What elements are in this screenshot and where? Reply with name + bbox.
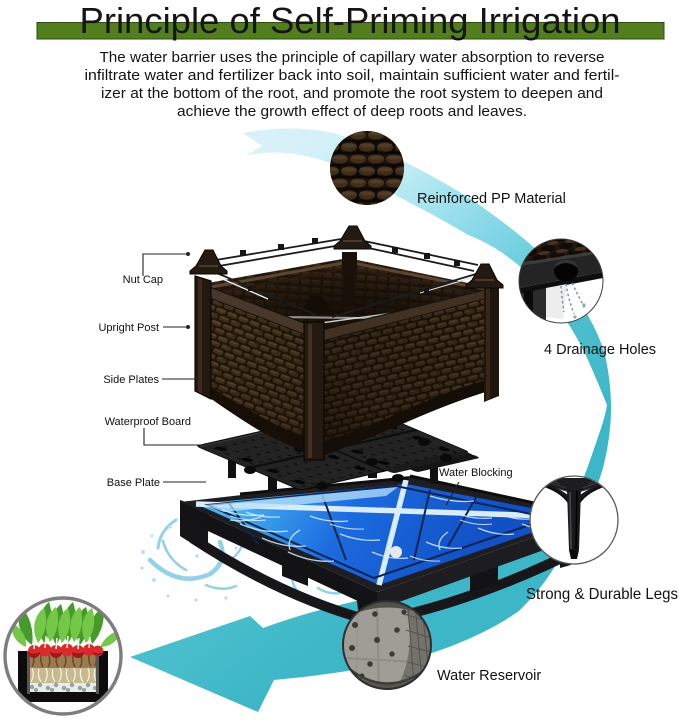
svg-text:Upright Post: Upright Post xyxy=(98,322,159,334)
svg-text:Base Plate: Base Plate xyxy=(107,477,160,489)
svg-text:Water Blocking: Water Blocking xyxy=(439,467,513,479)
svg-text:Side Plates: Side Plates xyxy=(103,374,159,386)
svg-text:Reinforced PP Material: Reinforced PP Material xyxy=(417,191,566,207)
svg-text:Waterproof Board: Waterproof Board xyxy=(105,416,191,428)
svg-text:Water Reservoir: Water Reservoir xyxy=(437,668,541,684)
svg-text:Nut Cap: Nut Cap xyxy=(123,274,163,286)
svg-text:Strong & Durable Legs: Strong & Durable Legs xyxy=(526,586,678,603)
svg-text:infiltrate water and fertilize: infiltrate water and fertilizer back int… xyxy=(85,68,620,84)
svg-text:Principle of Self-Priming Irri: Principle of Self-Priming Irrigation xyxy=(80,0,621,41)
svg-text:achieve the growth effect of d: achieve the growth effect of deep roots … xyxy=(177,104,527,120)
svg-text:The water barrier uses the pri: The water barrier uses the principle of … xyxy=(100,50,605,66)
svg-text:izer at the bottom of the root: izer at the bottom of the root, and prom… xyxy=(101,86,603,102)
svg-text:4 Drainage Holes: 4 Drainage Holes xyxy=(544,342,656,358)
